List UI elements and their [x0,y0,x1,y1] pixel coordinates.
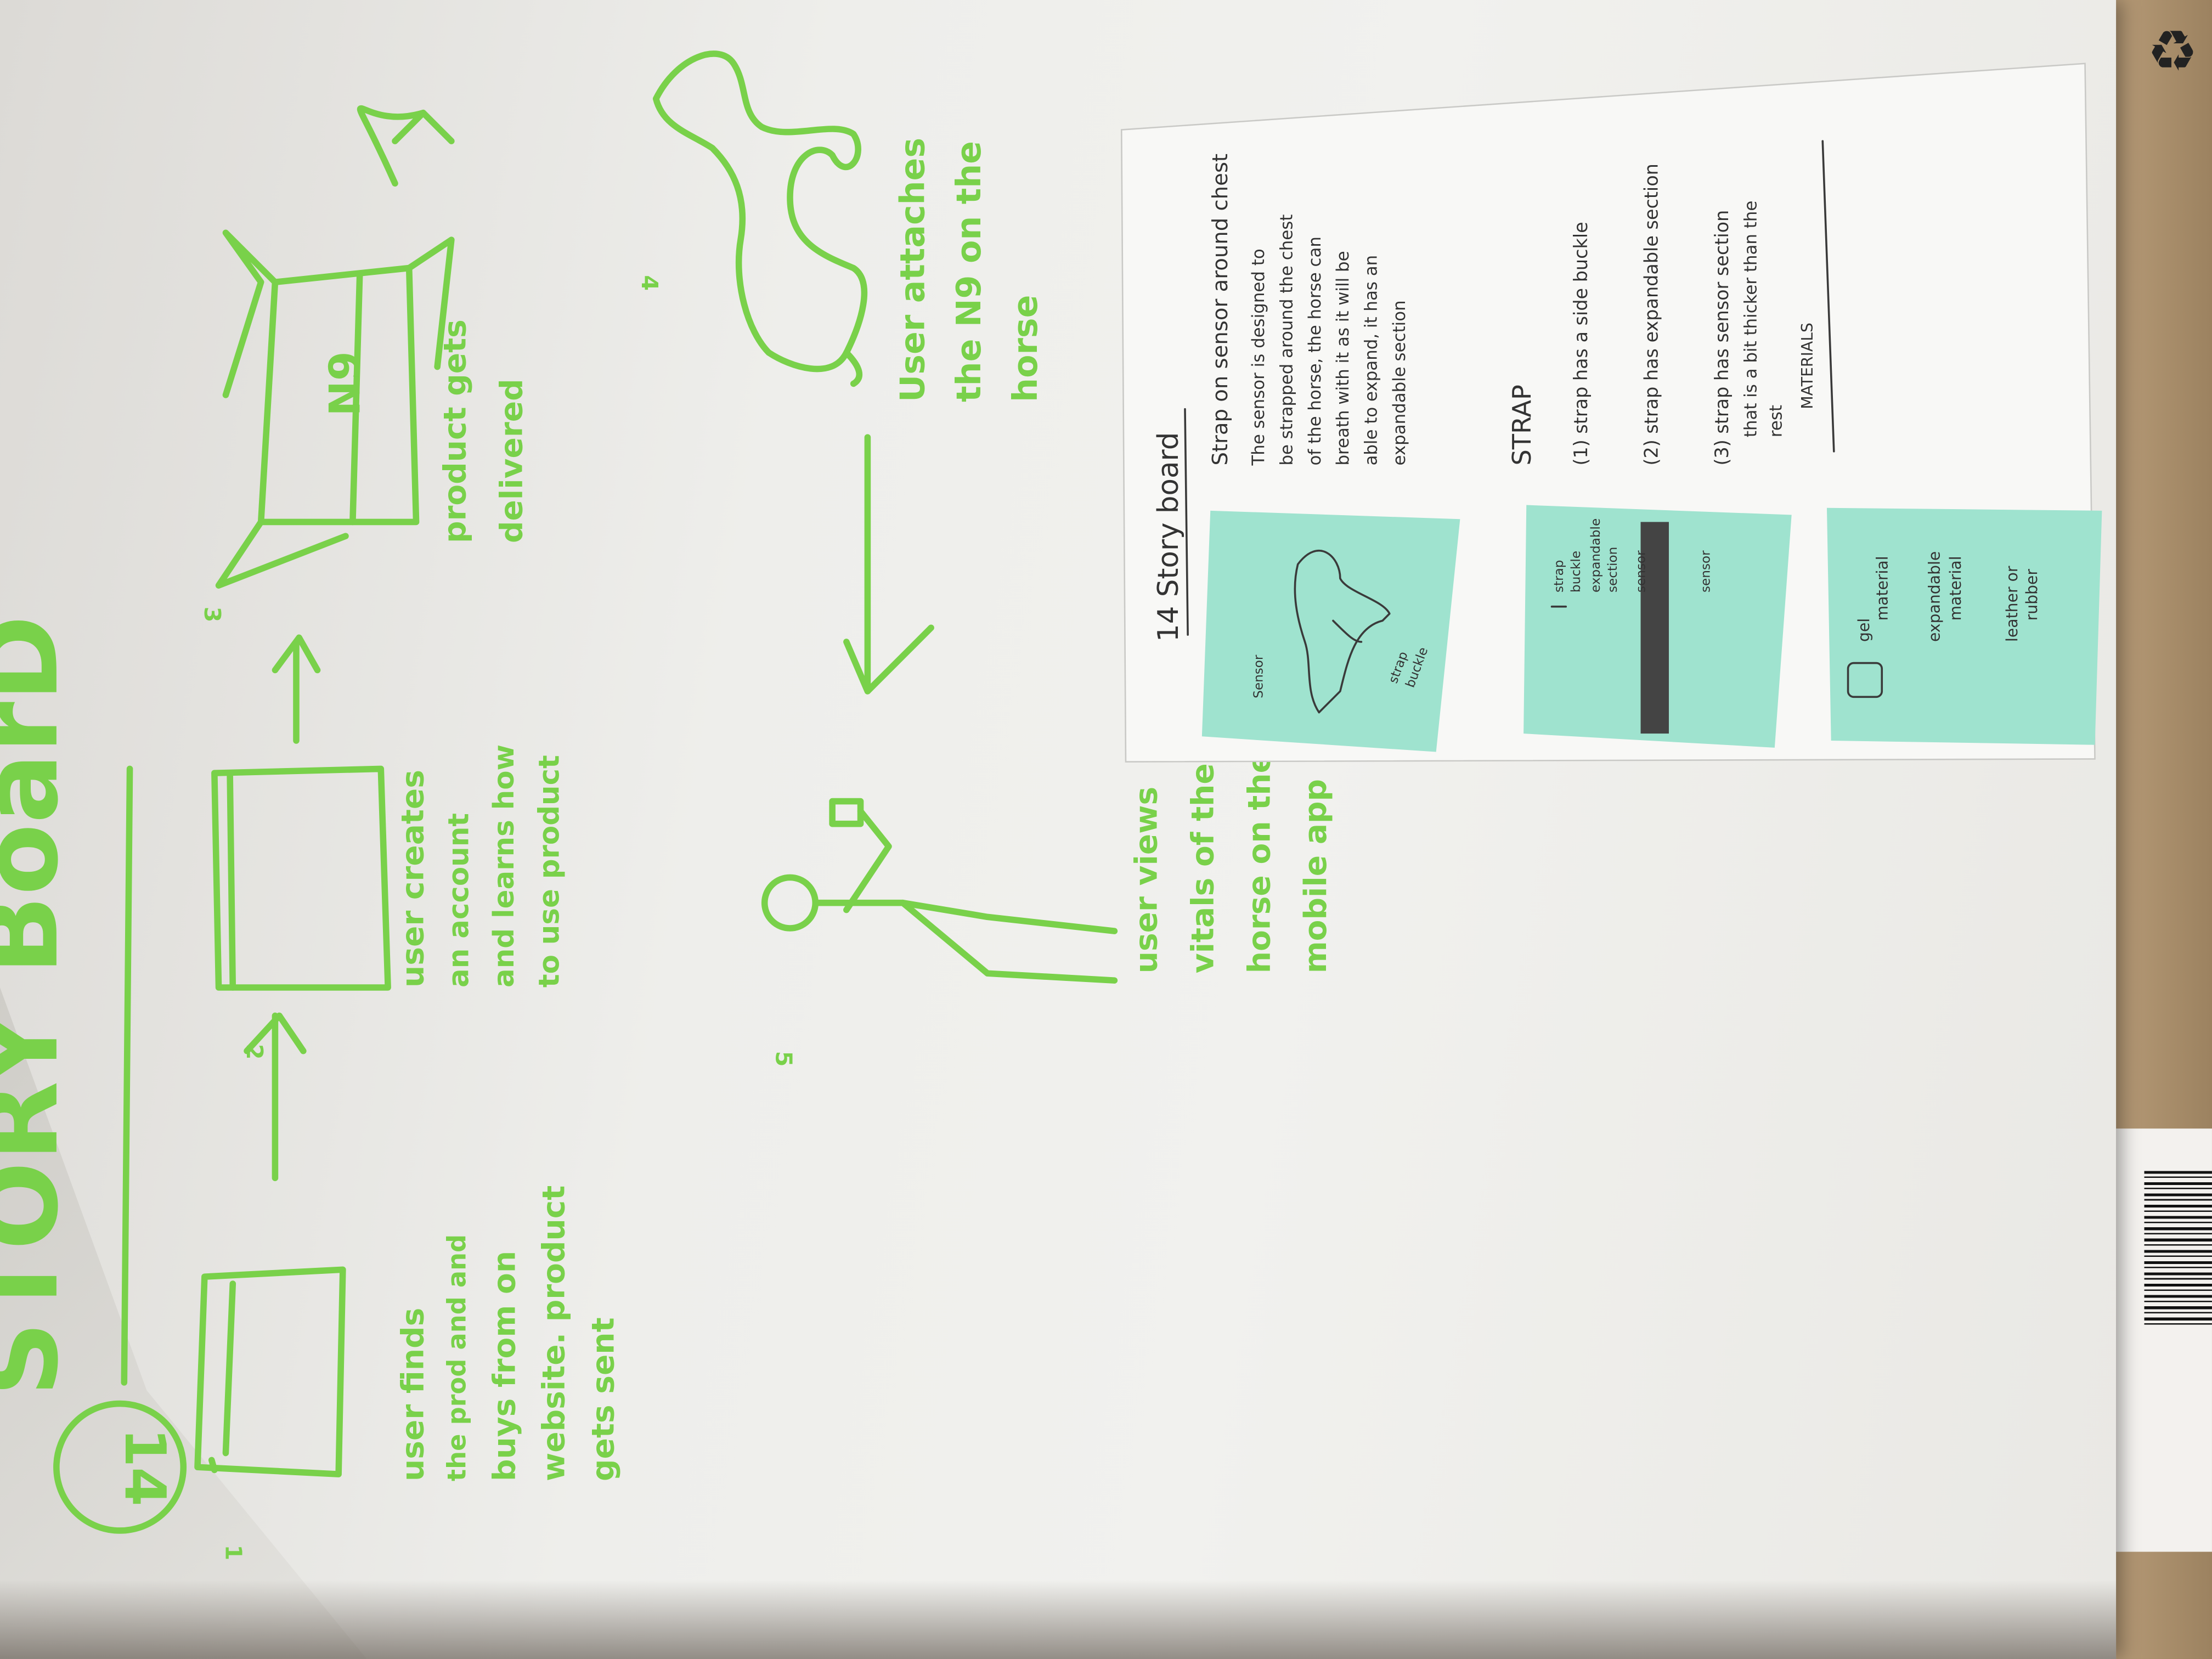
svg-text:(2) strap has expandable secti: (2) strap has expandable section [1640,163,1662,465]
panel-4-horse-sketch [652,50,868,387]
poster-title: STORY BoarD [0,615,81,1397]
svg-text:be strapped around the chest: be strapped around the chest [1277,215,1296,466]
panel-5-step: 5 [770,1051,797,1067]
panel-5-caption: user views vitals of the horse on the mo… [1128,752,1334,973]
panel-1-step: 1 [220,1545,246,1561]
sticky-note-strap: strap buckle expandable section sensor s… [1523,505,1792,748]
panel-5-person-sketch [761,798,1118,984]
svg-text:user finds: user finds [394,1308,431,1481]
svg-text:rest: rest [1767,405,1786,437]
svg-text:gets sent: gets sent [585,1317,622,1481]
svg-text:The sensor is designed to: The sensor is designed to [1249,249,1268,466]
sticky-note-materials: gel material expandable material leather… [1826,507,2102,745]
svg-text:MATERIALS: MATERIALS [1798,323,1816,409]
arrow-4-5 [843,434,934,695]
svg-text:Strap on sensor around chest: Strap on sensor around chest [1208,154,1233,466]
svg-text:(1) strap has a side buckle: (1) strap has a side buckle [1570,222,1592,465]
svg-text:user creates: user creates [394,770,431,988]
panel-2-step: 2 [241,1044,268,1060]
svg-text:sensor: sensor [1634,550,1648,592]
paper-shadow [0,1579,2117,1659]
panel-3-box-sketch [215,229,455,589]
panel-4-step: 4 [636,275,663,291]
svg-text:product gets: product gets [437,319,473,543]
arrow-3-4 [357,105,455,187]
svg-text:that is a bit thicker than the: that is a bit thicker than the [1741,201,1760,438]
svg-text:STRAP: STRAP [1507,385,1537,465]
svg-text:vitals of the: vitals of the [1184,763,1221,973]
svg-text:material: material [1946,556,1965,620]
svg-text:horse: horse [1006,295,1045,402]
svg-text:website. product: website. product [536,1186,572,1481]
svg-text:buys from on: buys from on [487,1251,523,1481]
svg-text:horse on the: horse on the [1241,752,1277,973]
arrow-1-2 [244,1012,307,1181]
sheet-section-1: Strap on sensor around chest The sensor … [1208,154,1409,466]
panel-2-box-sketch [211,765,391,991]
arrow-2-3 [272,634,321,744]
svg-text:strap: strap [1552,560,1566,592]
svg-text:material: material [1874,556,1892,620]
svg-text:of the horse, the horse can: of the horse, the horse can [1305,236,1325,465]
svg-text:leather or: leather or [2003,566,2021,642]
panel-1-box-sketch [194,1266,346,1477]
svg-text:expandable: expandable [1589,518,1603,592]
svg-text:Sensor: Sensor [1251,654,1266,698]
panel-3-box-label: N9 [321,351,370,416]
number-badge: 14 [53,1400,187,1534]
sheet-section-2: STRAP (1) strap has a side buckle (2) st… [1507,163,1816,465]
svg-text:to use product: to use product [533,755,566,988]
svg-text:and learns how: and learns how [488,744,521,988]
svg-text:rubber: rubber [2023,569,2041,621]
svg-text:gel: gel [1855,618,1873,642]
svg-text:expandable: expandable [1926,551,1944,642]
poster-number: 14 [112,1428,177,1506]
panel-1-caption: user finds the prod and and buys from on… [394,1186,621,1481]
svg-text:User attaches: User attaches [893,138,932,402]
svg-text:the prod and and: the prod and and [442,1234,472,1481]
svg-text:an account: an account [443,813,476,988]
panel-2-caption: user creates an account and learns how t… [394,744,566,988]
sticky-note-horse: Sensor strap buckle [1201,510,1460,752]
panel-3-step: 3 [199,607,225,623]
svg-text:(3) strap has sensor section: (3) strap has sensor section [1711,210,1733,466]
svg-text:buckle: buckle [1569,551,1583,592]
sheet-title: 14 Story board [1152,432,1185,642]
panel-3-caption: product gets delivered [437,319,530,543]
svg-text:the N9 on the: the N9 on the [949,141,989,402]
svg-text:breath with it as it will be: breath with it as it will be [1333,251,1353,465]
panel-4-caption: User attaches the N9 on the horse [893,138,1045,402]
svg-text:user views: user views [1128,787,1165,973]
recycle-icon: ♻ [2147,19,2198,85]
svg-text:section: section [1606,547,1620,592]
svg-text:expandable section: expandable section [1390,300,1409,465]
svg-text:delivered: delivered [493,379,529,543]
svg-text:mobile app: mobile app [1297,779,1334,973]
svg-text:able to expand, it has an: able to expand, it has an [1362,255,1381,466]
title-underline [121,765,133,1386]
barcode [2144,1171,2212,1327]
svg-text:sensor: sensor [1699,550,1713,592]
